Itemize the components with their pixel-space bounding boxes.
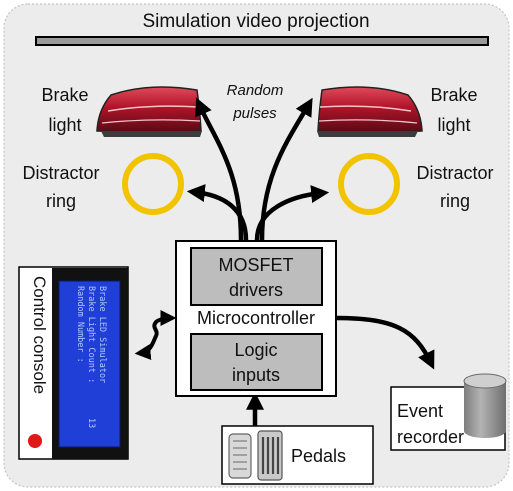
mosfet-drivers-box [190, 247, 323, 306]
left-ring-label-line1: Distractor [22, 163, 99, 183]
right-ring-label-line2: ring [440, 191, 470, 211]
right-brake-light-icon [317, 86, 423, 137]
projection-screen-bar [35, 36, 489, 46]
arrow-to-left-ring [186, 184, 249, 243]
pedals-label: Pedals [291, 446, 346, 466]
arrow-to-event-recorder [333, 315, 435, 370]
left-ring-label-line2: ring [46, 191, 76, 211]
control-console-label: Control console [30, 276, 49, 394]
lcd-line-4: 13 [86, 418, 96, 428]
right-brake-label-line2: light [437, 115, 470, 135]
right-ring-label-line1: Distractor [416, 163, 493, 183]
right-brake-label-line1: Brake [430, 85, 477, 105]
microcontroller-label: Microcontroller [197, 308, 315, 328]
diagram-title: Simulation video projection [142, 11, 369, 32]
right-distractor-ring-icon [338, 153, 400, 215]
arrow-to-right-ring [254, 185, 330, 243]
left-distractor-ring-icon [122, 153, 184, 215]
random-pulses-label-line2: pulses [232, 105, 277, 122]
left-brake-light-icon [96, 86, 202, 137]
database-cylinder-icon [463, 373, 507, 438]
lcd-line-3: Random Number : [75, 286, 85, 363]
left-brake-label-line1: Brake [41, 85, 88, 105]
mosfet-label-line2: drivers [229, 280, 283, 300]
mosfet-label-line1: MOSFET [219, 255, 294, 275]
event-label-line2: recorder [397, 427, 464, 447]
console-indicator-dot-icon [28, 434, 42, 448]
logic-label-line2: inputs [232, 365, 280, 385]
pedals-icon [228, 430, 283, 481]
left-brake-label-line2: light [48, 115, 81, 135]
logic-inputs-box [190, 333, 323, 391]
event-label-line1: Event [397, 401, 443, 421]
lcd-line-2: Brake Light Count : [86, 286, 96, 383]
random-pulses-label-line1: Random [227, 82, 284, 99]
logic-label-line1: Logic [234, 340, 277, 360]
lcd-line-1: Brake LED Simulator [97, 286, 107, 383]
lcd-screen [58, 280, 121, 448]
arrow-console-microcontroller [134, 310, 177, 360]
